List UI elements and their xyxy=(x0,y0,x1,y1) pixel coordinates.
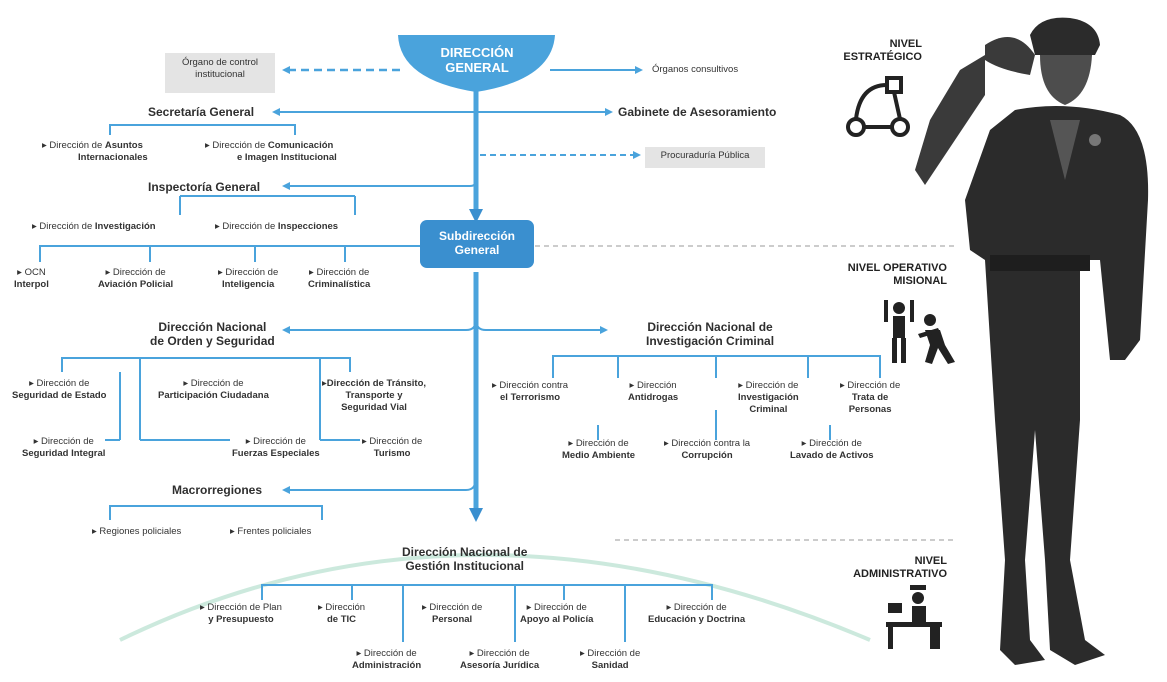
dir-transito: ▸Dirección de Tránsito, Transporte y Seg… xyxy=(322,378,427,413)
dir-inspecciones: ▸ Dirección de Inspecciones xyxy=(215,221,339,232)
dir-asuntos-internacionales: ▸ Dirección de Asuntos Internacionales xyxy=(42,140,148,163)
organos-consultivos: Órganos consultivos xyxy=(652,64,739,75)
secretaria-general: Secretaría General xyxy=(148,105,255,119)
subdireccion-general-shape xyxy=(420,220,534,268)
desk-worker-icon xyxy=(886,585,942,649)
dir-investigacion-criminal: ▸ Dirección de Investigación Criminal xyxy=(738,380,799,415)
direccion-general-shape xyxy=(398,35,555,92)
police-icon xyxy=(884,300,955,364)
dir-investigacion: ▸ Dirección de Investigación xyxy=(32,221,156,232)
procuraduria-box: Procuraduría Pública xyxy=(645,147,765,168)
regiones-policiales: ▸ Regiones policiales xyxy=(92,526,182,537)
organo-control-box: Órgano de control institucional xyxy=(165,53,275,93)
subdireccion-general-title: Subdirección General xyxy=(438,229,515,257)
frentes-policiales: ▸ Frentes policiales xyxy=(230,526,312,537)
direccion-general-title: DIRECCIÓN GENERAL xyxy=(440,45,514,75)
macrorregiones: Macrorregiones xyxy=(172,483,263,497)
inspectoria-general: Inspectoría General xyxy=(148,180,261,194)
administrative-arc xyxy=(119,553,871,642)
gabinete-asesoramiento: Gabinete de Asesoramiento xyxy=(618,105,777,119)
saluting-officer-figure xyxy=(915,17,1149,665)
dir-comunicacion: ▸ Dirección de Comunicación e Imagen Ins… xyxy=(205,140,337,163)
dir-trata-personas: ▸ Dirección de Trata de Personas xyxy=(840,380,901,415)
strategy-icon xyxy=(846,76,910,137)
